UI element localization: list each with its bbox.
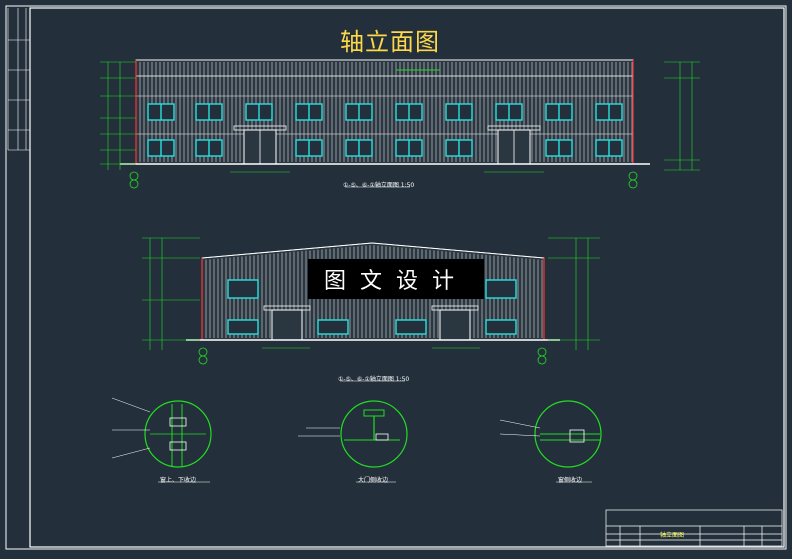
top-elevation-caption: ①-⑤、⑥-①轴立面图 1:50 bbox=[343, 182, 415, 189]
outer-frame bbox=[5, 5, 787, 550]
detail-window-side bbox=[499, 400, 602, 468]
inner-frame bbox=[29, 7, 785, 548]
watermark-banner: 图文设计 bbox=[308, 259, 484, 299]
middle-elevation-caption: ①-⑤、⑥-①轴立面图 1:50 bbox=[338, 376, 410, 383]
detail-window-sill bbox=[111, 397, 212, 468]
left-binding-strip bbox=[7, 8, 30, 151]
detail-door-side bbox=[298, 400, 408, 468]
title-block bbox=[605, 509, 783, 547]
titleblock-drawing-name: 轴立面图 bbox=[660, 532, 685, 539]
drawing-title: 轴立面图 bbox=[340, 28, 440, 56]
detail-window-sill-label: 窗上、下收边 bbox=[160, 477, 197, 484]
detail-door-side-label: 大门侧收边 bbox=[358, 477, 389, 484]
detail-window-side-label: 窗侧收边 bbox=[558, 477, 583, 484]
top-elevation bbox=[100, 59, 700, 189]
